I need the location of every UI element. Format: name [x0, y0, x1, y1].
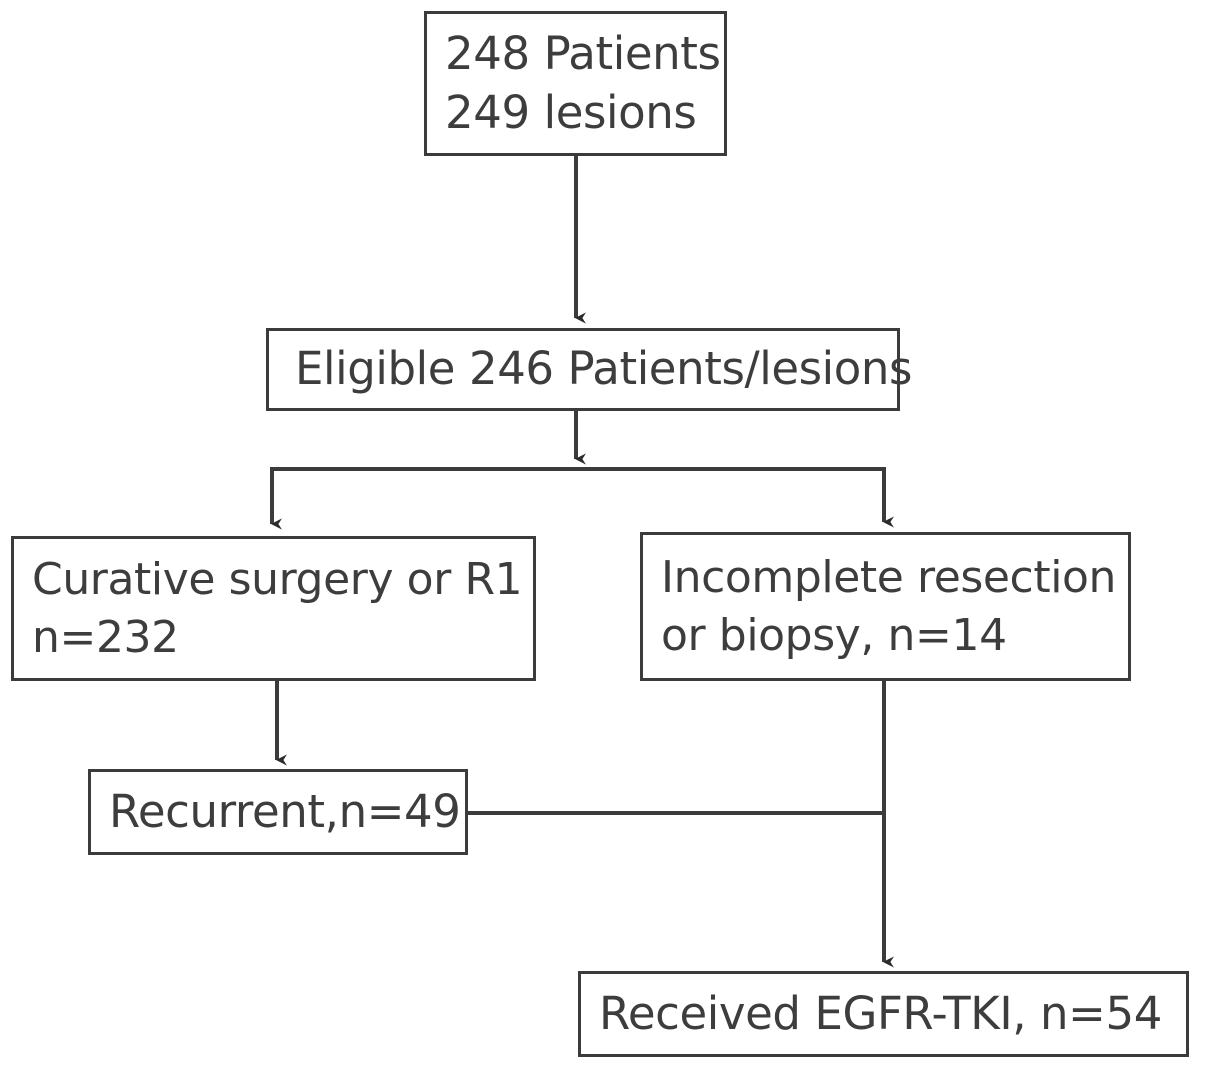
node-eligible-line-1: Eligible 246 Patients/lesions — [295, 342, 913, 396]
node-recurrent-line-1: Recurrent,n=49 — [109, 784, 461, 838]
node-recurrent: Recurrent,n=49 — [88, 769, 468, 855]
node-eligible-patients: Eligible 246 Patients/lesions — [266, 328, 913, 411]
node-incomplete-line-2: or biopsy, n=14 — [661, 609, 1007, 661]
node-curative-line-2: n=232 — [32, 611, 179, 663]
node-curative-line-1: Curative surgery or R1 — [32, 553, 523, 605]
node-egfrtki-line-1: Received EGFR-TKI, n=54 — [599, 986, 1162, 1040]
node-enrolled-patients: 248 Patients 249 lesions — [424, 11, 727, 156]
node-enrolled-line-2: 249 lesions — [445, 85, 697, 139]
node-received-egfr-tki: Received EGFR-TKI, n=54 — [578, 971, 1189, 1057]
node-enrolled-line-1: 248 Patients — [445, 26, 721, 80]
node-incomplete-resection: Incomplete resection or biopsy, n=14 — [640, 532, 1131, 681]
node-incomplete-line-1: Incomplete resection — [661, 551, 1117, 603]
node-curative-surgery: Curative surgery or R1 n=232 — [11, 536, 536, 681]
